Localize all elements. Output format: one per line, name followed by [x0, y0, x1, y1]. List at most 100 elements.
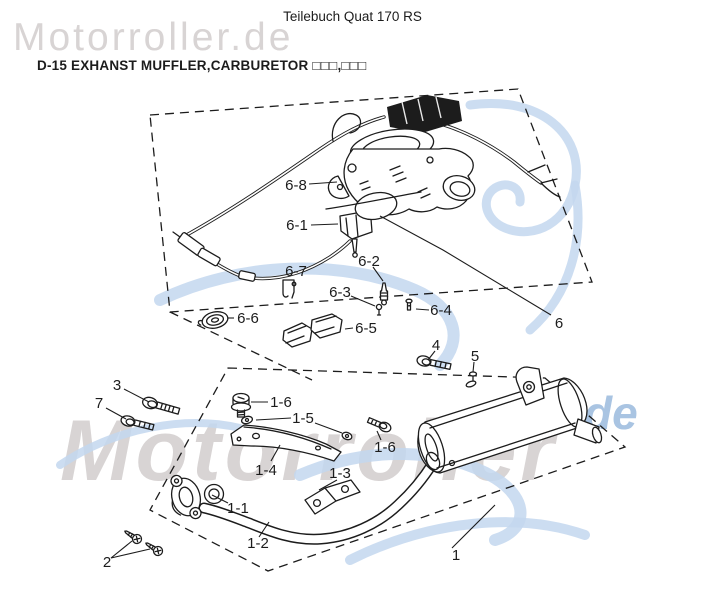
- leader-4: [427, 350, 436, 361]
- needle-clip-6-7: [291, 281, 297, 287]
- valve-6-2: [379, 282, 389, 306]
- part-label-7: 7: [95, 395, 103, 412]
- leader-1-6-right: [376, 430, 382, 441]
- heat-shield-hole-end: [314, 445, 322, 451]
- swirl-shape: [525, 180, 583, 335]
- part-label-6-2: 6-2: [358, 253, 380, 270]
- part-label-5: 5: [471, 348, 479, 365]
- mount-tab-hole-inner: [526, 384, 532, 390]
- rubber-caps-6-5: [282, 313, 343, 348]
- leader-5: [472, 361, 475, 373]
- part-labels: 6-8 6-1 6-7 6-2 6-3 6-4 6-6 6-5 6 4 5 3 …: [95, 177, 563, 571]
- part-label-4: 4: [432, 337, 440, 354]
- part-label-6-4: 6-4: [430, 302, 452, 319]
- leader-3: [123, 388, 150, 403]
- heat-shield-bend: [243, 426, 332, 450]
- carb-detail-circle-1: [347, 163, 357, 173]
- cable-curl: [331, 113, 362, 142]
- leader-1-5-a: [255, 417, 292, 421]
- heat-shield-hole: [251, 432, 261, 440]
- bracket-hole-left: [312, 498, 322, 508]
- valve-6-3: [375, 303, 383, 316]
- flange-ear-top-hole: [173, 478, 180, 484]
- screw-2a: [124, 530, 143, 545]
- grommet-6-6: [197, 311, 229, 329]
- clip-1-5: [240, 415, 353, 441]
- pipe-fill: [200, 459, 437, 544]
- section-heading: D-15 EXHANST MUFFLER,CARBURETOR □□□,□□□: [37, 58, 367, 73]
- small-parts: [120, 279, 478, 557]
- lower-cable-b-fill: [251, 240, 351, 280]
- muffler-art: [417, 366, 603, 474]
- pin-5: [465, 371, 478, 388]
- muffler-group-border: [149, 367, 627, 572]
- leader-1-3: [318, 479, 338, 491]
- watermark-top-text: Motorroller.de: [13, 16, 294, 59]
- part-label-1: 1: [452, 547, 460, 564]
- part-label-1-3: 1-3: [329, 465, 351, 482]
- tailpipe: [573, 418, 600, 444]
- muffler-edge-lines: [429, 382, 576, 469]
- leader-lines: [105, 181, 552, 559]
- flange-ear-bottom-hole: [192, 510, 199, 516]
- watermark-swirl-graphics: [56, 99, 590, 565]
- screw-2b: [145, 542, 164, 557]
- leader-6-8: [308, 181, 338, 185]
- muffler-left-cap: [417, 422, 446, 473]
- muffler-inlet-hole: [424, 433, 439, 462]
- bracket-art: [304, 479, 361, 515]
- leader-6-3: [350, 295, 376, 307]
- part-label-6: 6: [555, 315, 563, 332]
- carb-intake-ring: [442, 175, 476, 201]
- part-label-1-1: 1-1: [227, 500, 249, 517]
- part-label-6-8: 6-8: [285, 177, 307, 194]
- leader-6-2: [372, 266, 384, 282]
- leader-1: [451, 504, 496, 549]
- part-label-6-5: 6-5: [355, 320, 377, 337]
- throttle-cable-right-fill: [429, 120, 542, 184]
- leader-1-1: [211, 494, 229, 504]
- bolt-3: [141, 396, 181, 415]
- carb-cover-ridges: [401, 96, 442, 125]
- part-label-1-6-left: 1-6: [270, 394, 292, 411]
- leader-1-5-b: [314, 422, 343, 434]
- bracket-hole-right: [340, 484, 350, 494]
- exhaust-flange-art: [170, 474, 225, 520]
- flange-port: [178, 486, 194, 508]
- heat-shield-hole-small: [236, 436, 242, 442]
- cable-end-ball: [352, 252, 358, 258]
- pipe-joint-ring: [425, 451, 441, 471]
- leader-6-4: [415, 308, 430, 311]
- cable-adjuster: [351, 238, 358, 253]
- leader-1-4: [270, 444, 281, 462]
- carb-float-bowl: [354, 191, 398, 221]
- swirl-shape: [154, 262, 460, 371]
- part-label-1-2: 1-2: [247, 535, 269, 552]
- group-connector-line: [169, 311, 313, 381]
- part-label-1-5: 1-5: [292, 410, 314, 427]
- bolt-1-6-right: [366, 417, 392, 433]
- part-label-6-1: 6-1: [286, 217, 308, 234]
- bolt-4: [416, 355, 452, 371]
- gasket-ring-outer: [203, 483, 225, 505]
- screw-6-4: [405, 298, 413, 311]
- part-label-6-6: 6-6: [237, 310, 259, 327]
- cable-tip: [172, 231, 181, 238]
- gasket-ring-inner: [208, 488, 220, 500]
- carb-lever-pivot: [336, 183, 344, 191]
- muffler-drain: [448, 459, 456, 467]
- bolt-1-6-left: [230, 392, 252, 418]
- carb-fuel-hose: [325, 191, 422, 210]
- group-borders: [149, 88, 627, 572]
- swirl-shape: [56, 419, 244, 469]
- cable-connector-3: [238, 270, 256, 282]
- swirl-shape: [465, 99, 581, 237]
- carburetor-group-border: [149, 88, 593, 313]
- carb-intake-bore: [449, 181, 471, 197]
- leader-2: [110, 540, 151, 559]
- carb-choke-lever: [327, 175, 350, 200]
- leader-6-5: [344, 327, 354, 330]
- tailpipe-end: [591, 426, 603, 444]
- carb-top-cover: [387, 95, 462, 133]
